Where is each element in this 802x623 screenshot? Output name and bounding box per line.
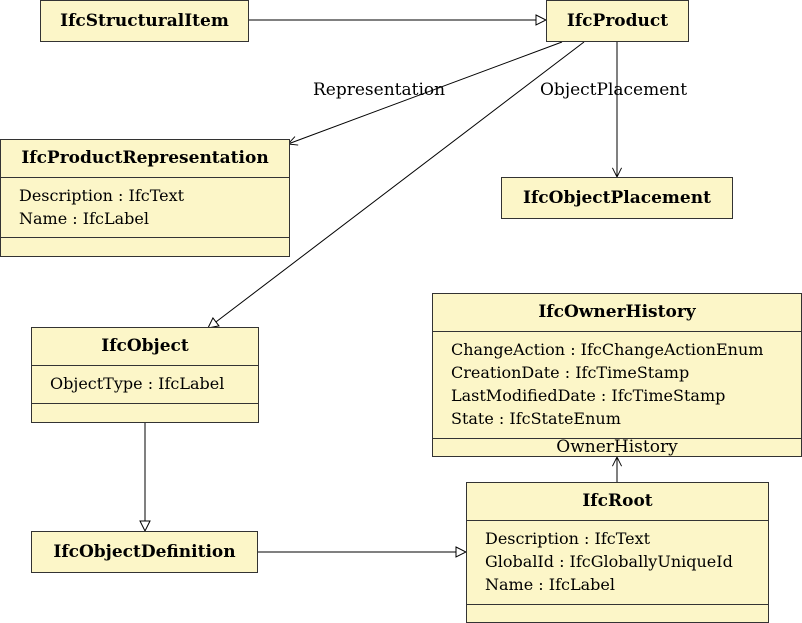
class-name: IfcProductRepresentation	[21, 148, 269, 168]
class-name: IfcObjectDefinition	[53, 542, 236, 562]
attribute: Description : IfcText	[19, 186, 185, 205]
class-ifcstructuralitem[interactable]: IfcStructuralItem	[40, 0, 249, 42]
attribute: ObjectType : IfcLabel	[50, 374, 225, 393]
edge-label-representation: Representation	[313, 80, 446, 100]
class-ifcproductrepresentation[interactable]: IfcProductRepresentation Description : I…	[0, 139, 290, 257]
class-ifcobjectdefinition[interactable]: IfcObjectDefinition	[31, 531, 258, 573]
class-name: IfcRoot	[582, 491, 653, 511]
attribute: CreationDate : IfcTimeStamp	[451, 363, 690, 382]
operation-compartment	[1, 237, 289, 257]
attribute-compartment: ChangeAction : IfcChangeActionEnum Creat…	[433, 331, 801, 438]
attribute: Name : IfcLabel	[485, 575, 615, 594]
attribute: Description : IfcText	[485, 529, 651, 548]
attribute: GlobalId : IfcGloballyUniqueId	[485, 552, 733, 571]
class-name: IfcObject	[101, 336, 189, 356]
attribute: State : IfcStateEnum	[451, 409, 621, 428]
operation-compartment	[32, 403, 258, 423]
class-ifcroot[interactable]: IfcRoot Description : IfcText GlobalId :…	[466, 482, 769, 623]
attribute: Name : IfcLabel	[19, 209, 149, 228]
class-ifcobject[interactable]: IfcObject ObjectType : IfcLabel	[31, 327, 259, 423]
attribute: ChangeAction : IfcChangeActionEnum	[451, 340, 764, 359]
class-name: IfcProduct	[566, 11, 669, 31]
generalization-product-to-object	[208, 41, 585, 328]
class-name: IfcStructuralItem	[60, 11, 229, 31]
operation-compartment	[467, 604, 768, 623]
role-label-ownerhistory: OwnerHistory	[556, 437, 678, 457]
class-ifcobjectplacement[interactable]: IfcObjectPlacement	[501, 177, 733, 219]
attribute-compartment: Description : IfcText GlobalId : IfcGlob…	[467, 520, 768, 604]
edge-label-objectplacement: ObjectPlacement	[540, 80, 688, 100]
attribute: LastModifiedDate : IfcTimeStamp	[451, 386, 726, 405]
attribute-compartment: Description : IfcText Name : IfcLabel	[1, 177, 289, 237]
class-ifcownerhistory[interactable]: IfcOwnerHistory ChangeAction : IfcChange…	[432, 293, 802, 457]
class-name: IfcObjectPlacement	[523, 188, 711, 208]
attribute-compartment: ObjectType : IfcLabel	[32, 365, 258, 403]
association-representation	[288, 41, 563, 144]
class-name: IfcOwnerHistory	[538, 302, 696, 322]
operation-compartment: OwnerHistory	[433, 438, 801, 458]
class-ifcproduct[interactable]: IfcProduct	[546, 0, 689, 42]
